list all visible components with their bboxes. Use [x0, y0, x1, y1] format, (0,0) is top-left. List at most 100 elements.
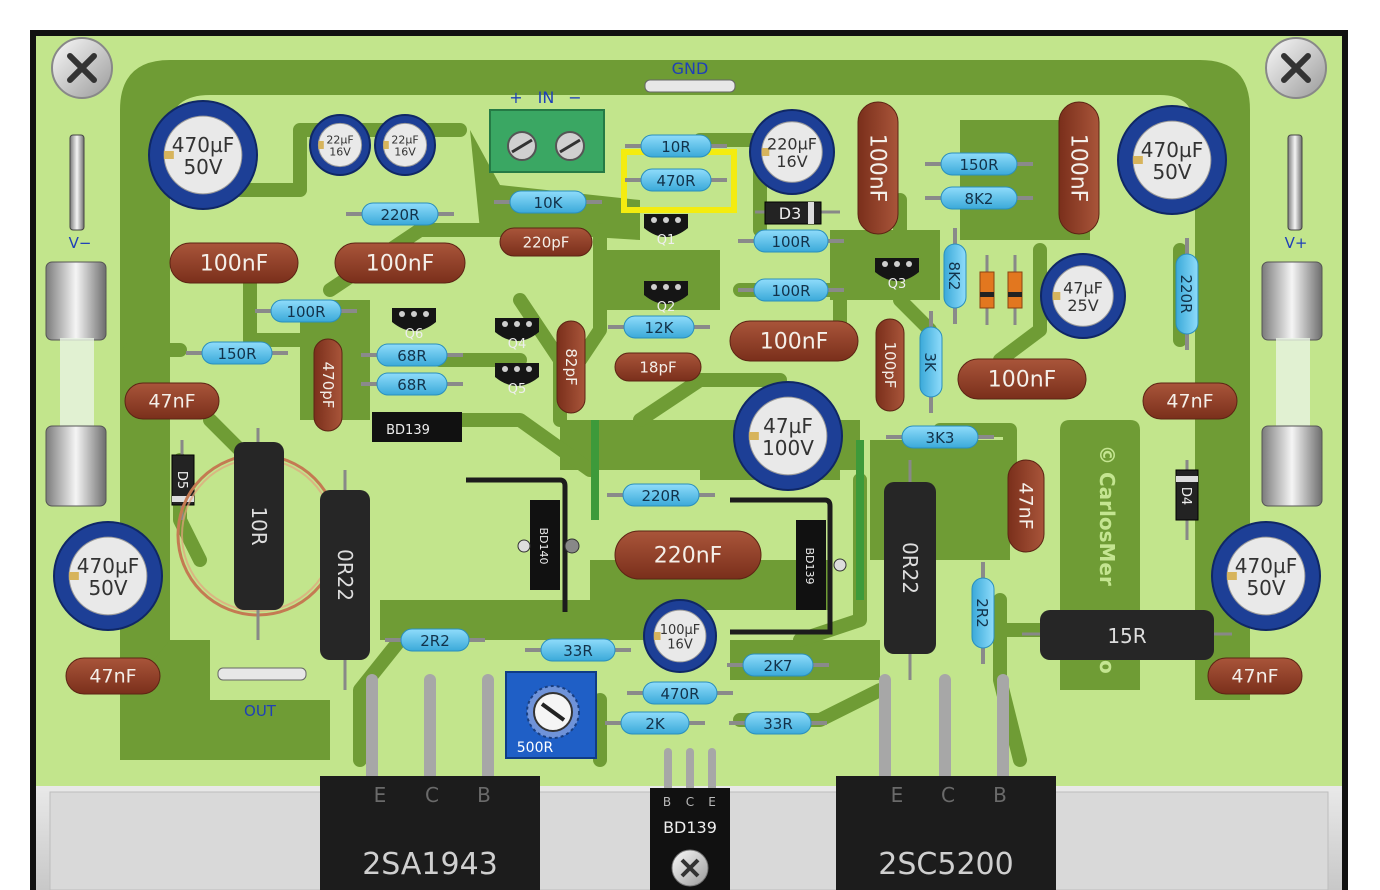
- electrolytic-e8-capacitance: 470µF: [77, 554, 139, 578]
- resistor-r25: 2R2: [971, 562, 995, 664]
- fuse-right: [1261, 134, 1323, 507]
- copyright-text: © CarlosMer: [1095, 445, 1119, 586]
- film-capacitor-c10: 47nF: [1207, 657, 1303, 695]
- film-capacitor-c8-value: 47nF: [1166, 391, 1213, 413]
- resistor-r1-value: 10R: [661, 138, 691, 156]
- resistor-r12-value: 150R: [959, 156, 998, 174]
- power-resistor-emitter-right-label: 0R22: [898, 542, 922, 594]
- film-capacitor-c5-value: 100nF: [760, 330, 829, 355]
- film-capacitor-c14-value: 18pF: [639, 358, 676, 376]
- film-capacitor-c9: 47nF: [65, 657, 161, 695]
- resistor-r24: 33R: [729, 711, 827, 735]
- electrolytic-e5-capacitance: 470µF: [1141, 138, 1203, 162]
- pnp-pin-b: B: [477, 783, 491, 807]
- driver-bd139-c: B C E BD139: [650, 788, 730, 890]
- transistor-q6: Q6: [392, 308, 436, 342]
- transistor-q1: Q1: [644, 214, 688, 248]
- npn-part-number: 2SC5200: [878, 847, 1013, 882]
- npn-pin-c: C: [941, 783, 955, 807]
- film-capacitor-c10-value: 47nF: [1231, 666, 1278, 688]
- resistor-r19: 2R2: [385, 628, 485, 652]
- electrolytic-e2-capacitance: 22µF: [326, 133, 353, 146]
- film-capacitor-c12-value: 220nF: [654, 544, 723, 569]
- film-capacitor-c4: 100nF: [1058, 101, 1100, 235]
- electrolytic-e9-voltage: 50V: [1246, 576, 1285, 600]
- trimmer-potentiometer[interactable]: 500R: [505, 671, 597, 759]
- resistor-r2: 470R: [625, 168, 727, 192]
- film-capacitor-c15: 82pF: [556, 320, 586, 414]
- transistor-q5: Q5: [495, 363, 539, 397]
- resistor-r9-value: 12K: [645, 319, 675, 337]
- resistor-r4: 220R: [346, 202, 454, 226]
- diode-d3: D3: [755, 201, 840, 225]
- resistor-r14-value: 8K2: [945, 262, 963, 291]
- transistor-q1-label: Q1: [657, 233, 676, 248]
- mounting-screw-top-left: [51, 37, 113, 99]
- electrolytic-e3-capacitance: 22µF: [391, 133, 418, 146]
- npn-pin-b: B: [993, 783, 1007, 807]
- film-capacitor-c2-value: 100nF: [366, 252, 435, 277]
- film-capacitor-c17-value: 100pF: [881, 342, 899, 389]
- film-capacitor-c16-value: 470pF: [319, 362, 337, 409]
- mounting-screw-top-right: [1265, 37, 1327, 99]
- film-capacitor-c17: 100pF: [875, 318, 905, 412]
- resistor-r25-value: 2R2: [973, 598, 991, 628]
- resistor-r8-value: 68R: [397, 376, 427, 394]
- trimmer-label: 500R: [517, 740, 554, 756]
- transistor-q3-label: Q3: [888, 277, 907, 292]
- power-resistor-coil: 10R: [234, 428, 284, 640]
- driver-bd139-a: BD139: [372, 412, 462, 442]
- resistor-r23: 2K: [605, 711, 705, 735]
- driver-bd139-b: BD139: [730, 497, 847, 635]
- film-capacitor-c11-value: 47nF: [1014, 482, 1036, 529]
- copyright-tail: o: [1095, 660, 1119, 674]
- resistor-r8: 68R: [361, 372, 463, 396]
- resistor-r18: 220R: [607, 483, 715, 507]
- resistor-r18-value: 220R: [641, 487, 680, 505]
- transistor-q2-label: Q2: [657, 300, 676, 315]
- npn-pin-e: E: [891, 783, 904, 807]
- gnd-pad: [644, 79, 736, 93]
- film-capacitor-c5: 100nF: [729, 320, 859, 362]
- resistor-r10: 100R: [738, 229, 844, 253]
- film-capacitor-c14: 18pF: [614, 352, 702, 382]
- electrolytic-e1-voltage: 50V: [183, 155, 222, 179]
- resistor-r11: 100R: [738, 278, 844, 302]
- driver-bd140-label: BD140: [537, 527, 550, 564]
- power-resistor-emitter-right: 0R22: [884, 460, 936, 680]
- film-capacitor-c13: 220pF: [499, 227, 593, 257]
- resistor-r17: 3K3: [886, 425, 994, 449]
- bd139-c-pin-c: C: [686, 795, 694, 809]
- gnd-label: GND: [672, 59, 709, 78]
- electrolytic-e9-capacitance: 470µF: [1235, 554, 1297, 578]
- output-transistor-leads: [366, 674, 1009, 796]
- electrolytic-e8-voltage: 50V: [88, 576, 127, 600]
- power-resistor-emitter-left: 0R22: [320, 470, 370, 690]
- power-resistor-emitter-left-label: 0R22: [333, 549, 357, 601]
- resistor-r9: 12K: [608, 315, 710, 339]
- power-resistor-load: 15R: [1022, 610, 1232, 660]
- input-plus-label: +: [509, 88, 522, 107]
- pnp-pin-e: E: [374, 783, 387, 807]
- resistor-r23-value: 2K: [645, 715, 666, 733]
- driver-bd139-a-label: BD139: [386, 423, 430, 438]
- resistor-r22: 470R: [627, 681, 733, 705]
- resistor-r20-value: 33R: [563, 642, 593, 660]
- electrolytic-e4-capacitance: 220µF: [767, 135, 817, 154]
- resistor-r10-value: 100R: [771, 233, 810, 251]
- resistor-r13-value: 8K2: [965, 190, 994, 208]
- resistor-r19-value: 2R2: [420, 632, 450, 650]
- resistor-r3-value: 10K: [534, 194, 564, 212]
- electrolytic-e10-voltage: 16V: [667, 637, 693, 652]
- film-capacitor-c3: 100nF: [857, 101, 899, 235]
- transistor-q6-label: Q6: [405, 327, 424, 342]
- bd139-c-pin-e: E: [708, 795, 716, 809]
- vplus-label: V+: [1285, 234, 1308, 252]
